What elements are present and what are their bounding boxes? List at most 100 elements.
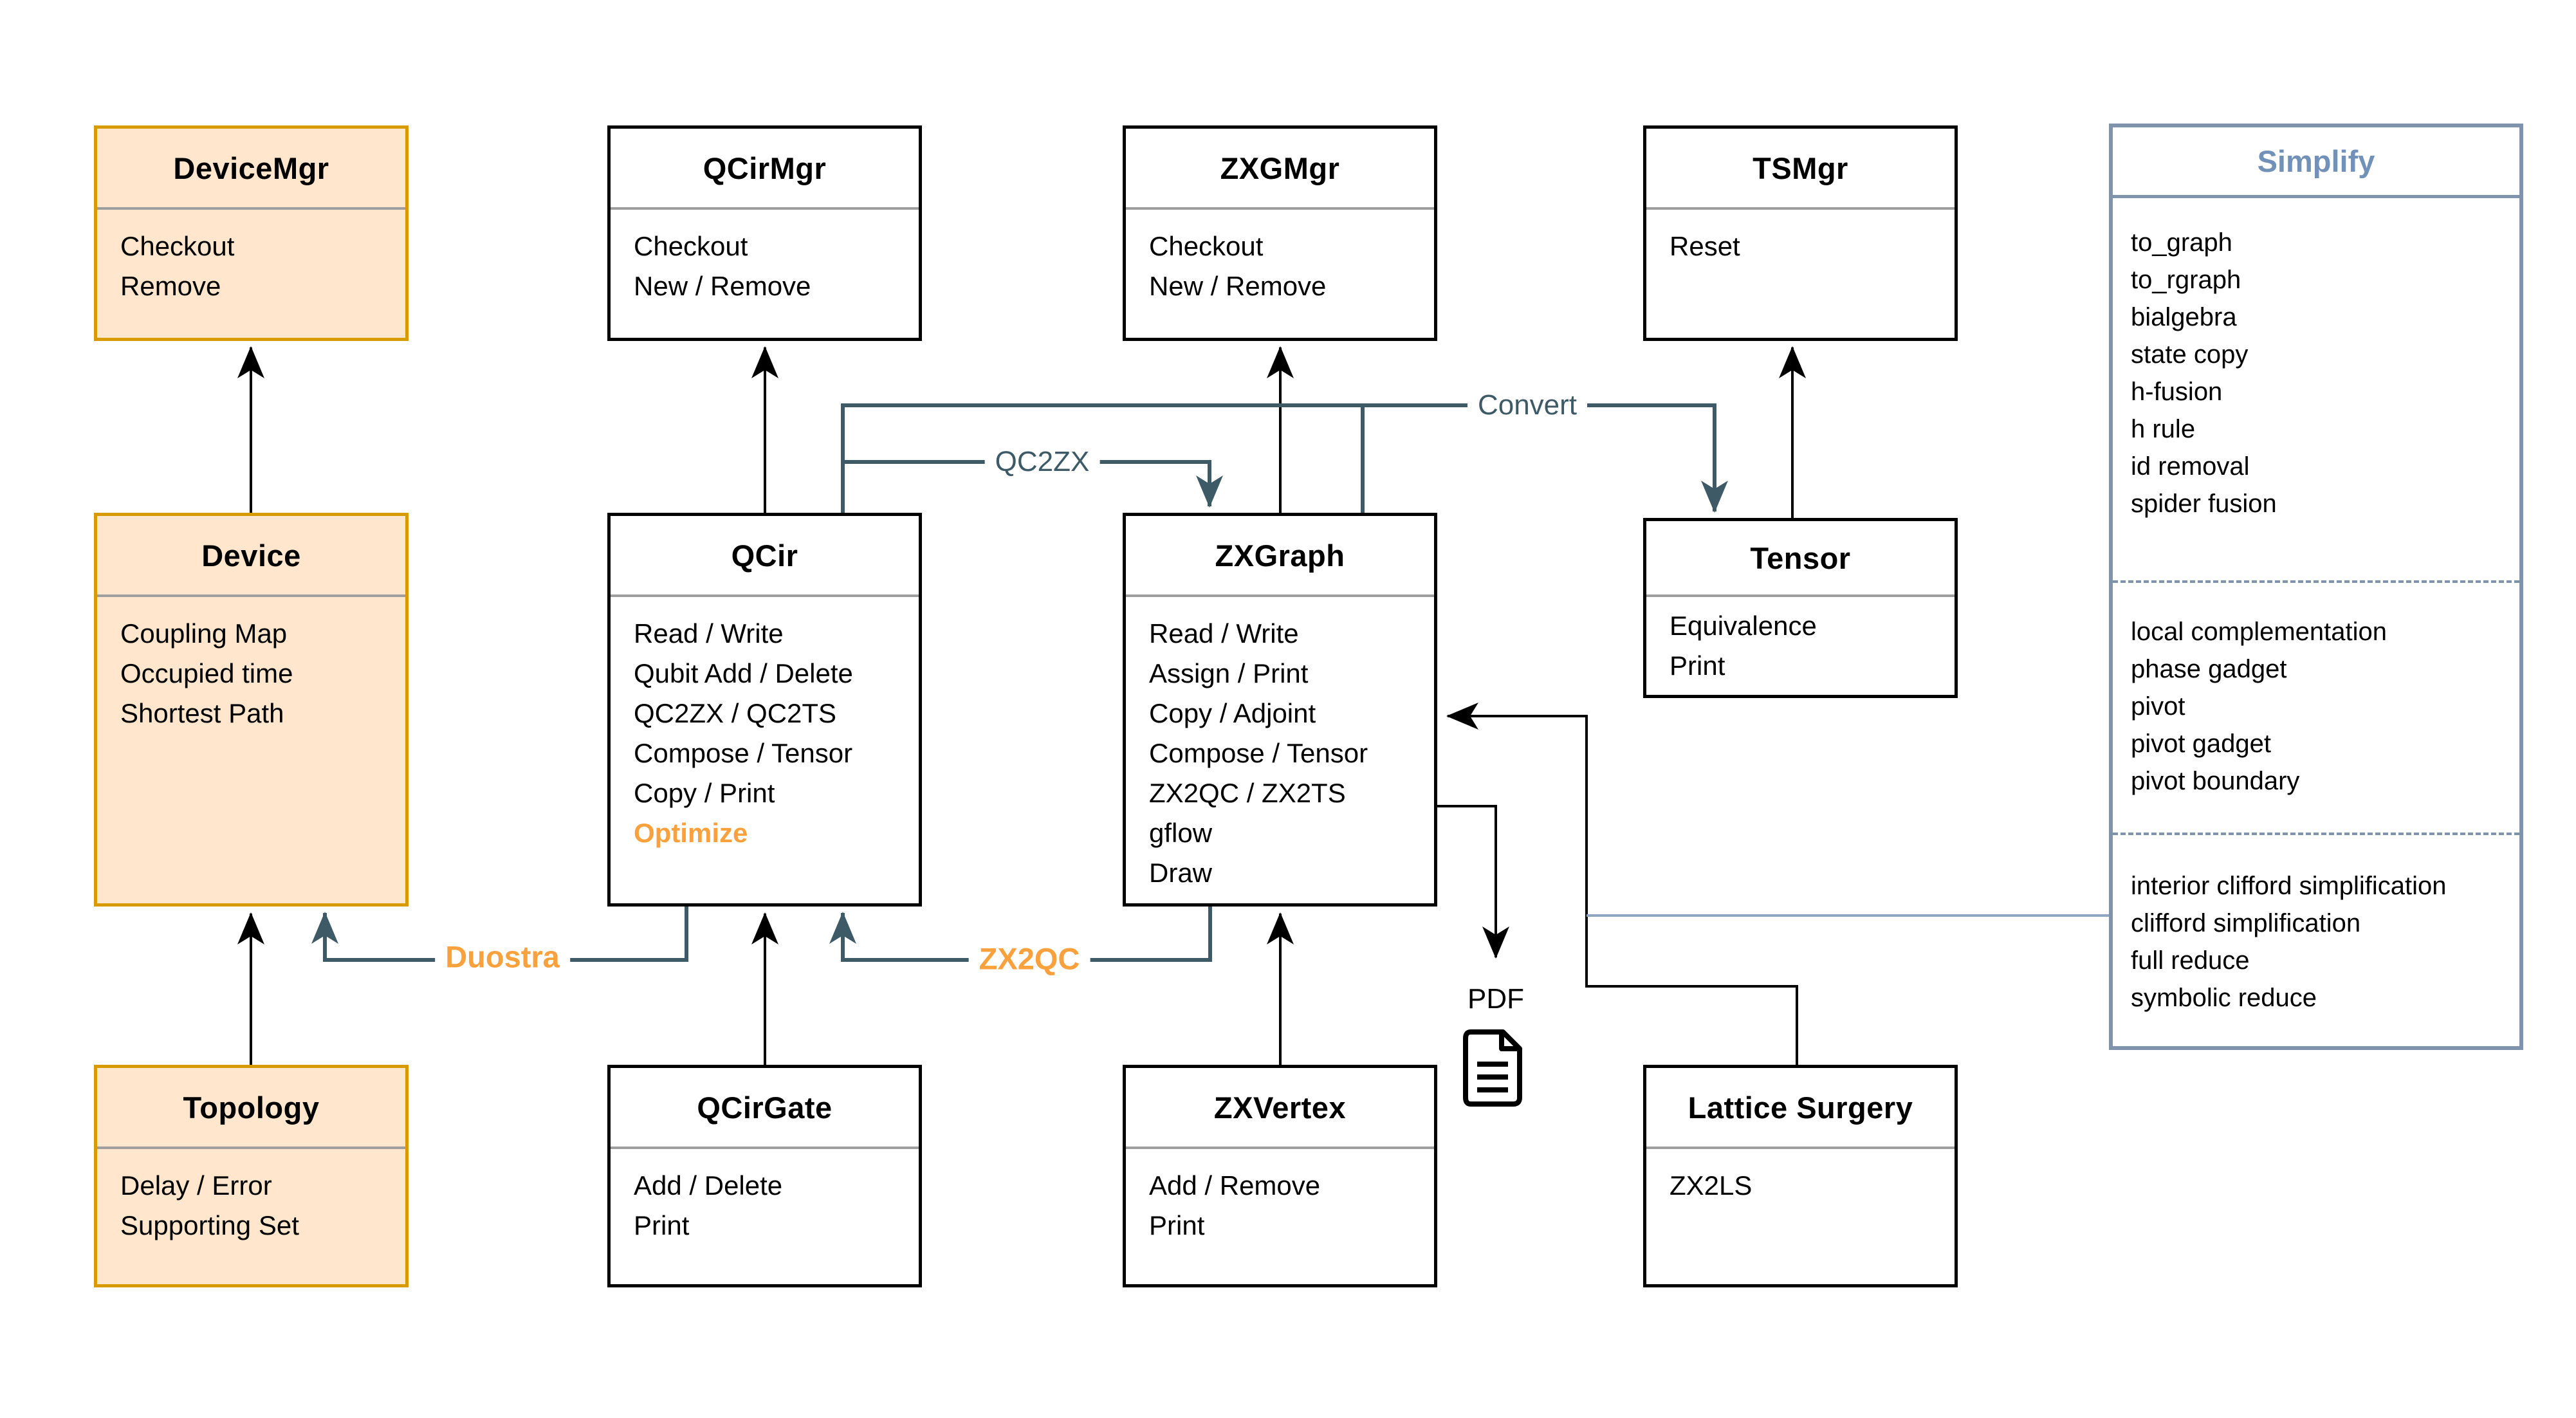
box-item: New / Remove [634, 271, 811, 301]
edge-label-qc2zx: QC2ZX [984, 445, 1100, 479]
dashed-separator [2113, 580, 2519, 583]
node-qcir-title: QCir [731, 538, 798, 573]
node-zxvertex-title: ZXVertex [1213, 1090, 1347, 1125]
node-device-title: Device [201, 538, 301, 573]
box-item: h-fusion [2131, 378, 2223, 406]
node-tsmgr: TSMgr Reset [1643, 125, 1958, 341]
box-item: Occupied time [120, 658, 293, 688]
box-item: Checkout [634, 231, 748, 261]
box-item: Print [1149, 1210, 1205, 1240]
box-item: bialgebra [2131, 303, 2237, 331]
box-item: pivot gadget [2131, 730, 2271, 758]
panel-simplify: Simplify to_graph to_rgraph bialgebra state… [2109, 124, 2523, 1050]
edge-label-convert: Convert [1467, 388, 1588, 423]
box-item: to_rgraph [2131, 266, 2241, 294]
box-item: Reset [1670, 231, 1740, 261]
box-item: spider fusion [2131, 490, 2277, 518]
box-item: interior clifford simplification [2131, 872, 2447, 900]
edge-label-duostra: Duostra [435, 937, 570, 976]
box-item: Read / Write [1149, 618, 1299, 649]
box-item: QC2ZX / QC2TS [634, 698, 837, 728]
box-item: Read / Write [634, 618, 784, 649]
box-item: Remove [120, 271, 221, 301]
node-qcirmgr-title: QCirMgr [703, 151, 827, 185]
box-item: New / Remove [1149, 271, 1327, 301]
pdf-document-icon [1463, 1029, 1522, 1107]
edge-label-zx2qc: ZX2QC [968, 939, 1090, 978]
divider [1126, 594, 1434, 597]
edge-convert [841, 403, 1728, 513]
node-tsmgr-items: Reset [1646, 210, 1955, 273]
box-item: symbolic reduce [2131, 984, 2317, 1012]
divider [97, 207, 405, 210]
box-item: clifford simplification [2131, 909, 2361, 937]
box-item: Draw [1149, 858, 1213, 888]
box-item: Copy / Adjoint [1149, 698, 1316, 728]
box-item: Compose / Tensor [1149, 738, 1368, 768]
box-item: Print [634, 1210, 690, 1240]
box-item: Checkout [120, 231, 235, 261]
divider [1646, 594, 1955, 597]
box-item: Supporting Set [120, 1210, 299, 1240]
edge-zxgraph-to-pdf [1437, 805, 1509, 959]
box-item: Add / Delete [634, 1170, 783, 1201]
panel-simplify-title: Simplify [2113, 127, 2519, 198]
box-item: Copy / Print [634, 778, 775, 808]
box-item: Checkout [1149, 231, 1264, 261]
simplify-group-strategies: interior clifford simplification clifford… [2131, 867, 2513, 1017]
node-qcirgate-title: QCirGate [697, 1090, 833, 1125]
box-item: full reduce [2131, 946, 2250, 975]
box-item: Add / Remove [1149, 1170, 1321, 1201]
divider [1646, 207, 1955, 210]
box-item: state copy [2131, 340, 2249, 369]
divider [611, 207, 919, 210]
box-item: id removal [2131, 452, 2250, 481]
box-item: gflow [1149, 818, 1213, 848]
node-lattice-surgery: Lattice Surgery ZX2LS [1643, 1065, 1958, 1287]
box-item: ZX2QC / ZX2TS [1149, 778, 1346, 808]
box-item: Compose / Tensor [634, 738, 853, 768]
divider [97, 594, 405, 597]
node-zxgmgr-title: ZXGMgr [1220, 151, 1340, 185]
box-item: Assign / Print [1149, 658, 1309, 688]
node-tsmgr-title: TSMgr [1753, 151, 1848, 185]
box-item: pivot boundary [2131, 767, 2300, 795]
box-item: local complementation [2131, 618, 2387, 646]
box-item: Print [1670, 650, 1725, 681]
node-zxgraph-title: ZXGraph [1215, 538, 1345, 573]
box-item: to_graph [2131, 228, 2232, 257]
box-item: h rule [2131, 415, 2196, 443]
box-item: Coupling Map [120, 618, 288, 649]
box-item: Equivalence [1670, 611, 1817, 641]
divider [97, 1146, 405, 1149]
simplify-group-basic-rules: to_graph to_rgraph bialgebra state copy h-fu… [2131, 224, 2513, 522]
divider [1646, 1146, 1955, 1149]
dashed-separator [2113, 833, 2519, 835]
box-item: Delay / Error [120, 1170, 272, 1201]
divider [611, 1146, 919, 1149]
divider [1126, 1146, 1434, 1149]
box-item: phase gadget [2131, 655, 2287, 683]
node-lattice-surgery-title: Lattice Surgery [1688, 1090, 1913, 1125]
